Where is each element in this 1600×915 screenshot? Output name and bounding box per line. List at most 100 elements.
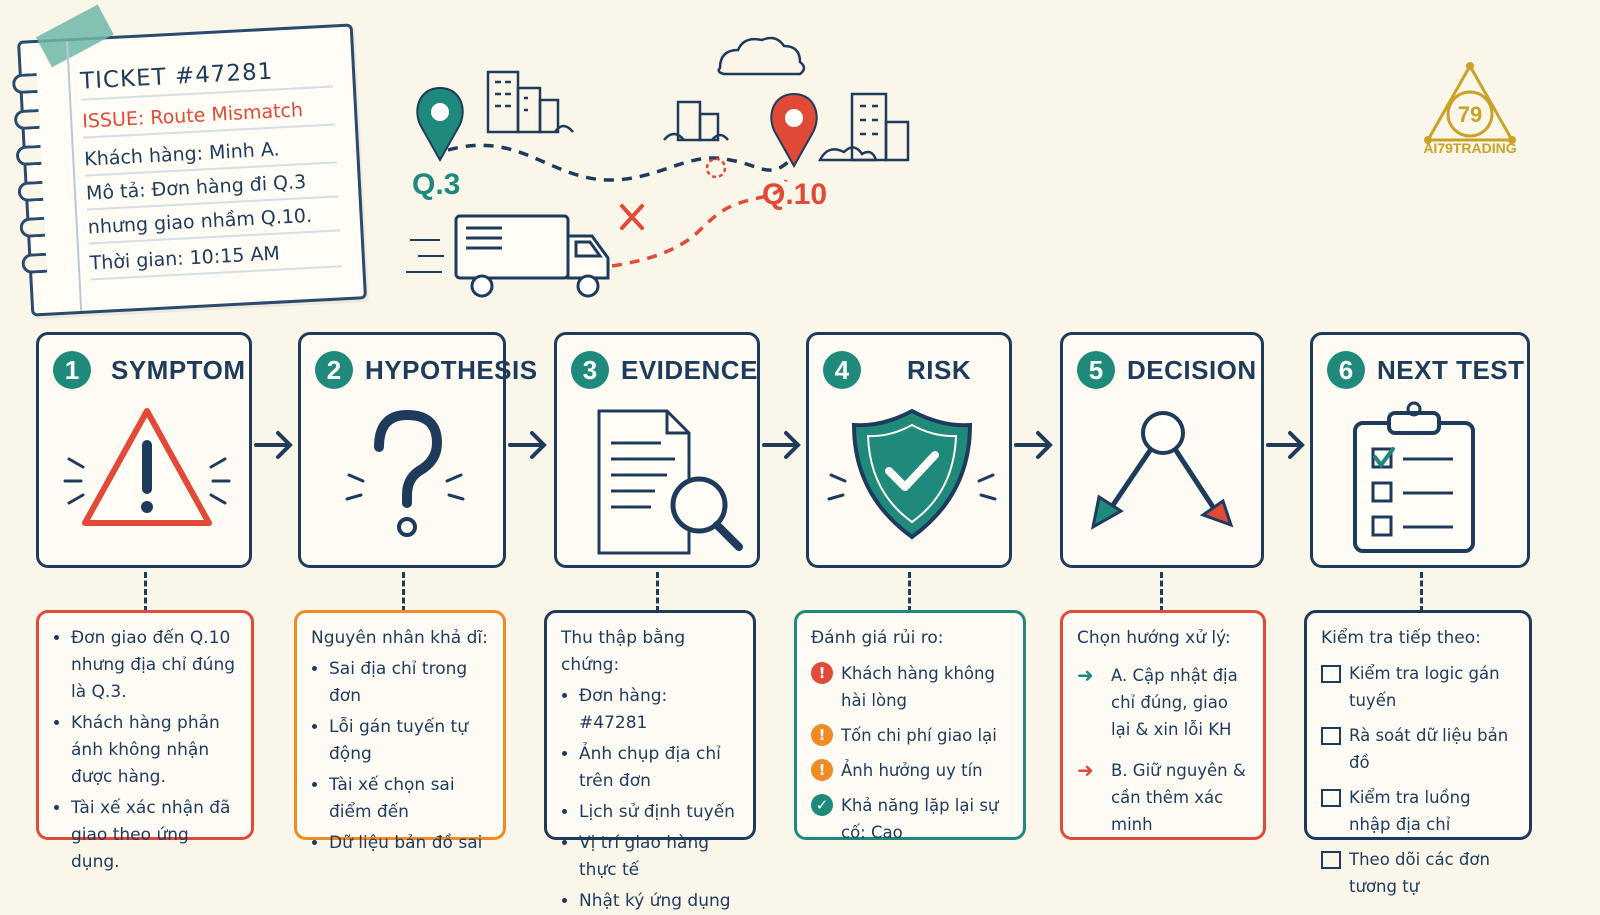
dashed-connector — [144, 572, 147, 612]
evidence-item: Vị trí giao hàng thực tế — [579, 830, 739, 884]
dashed-connector — [656, 572, 659, 612]
evidence-item: Lịch sử định tuyến — [579, 799, 739, 826]
question-icon — [345, 409, 465, 537]
step-number-badge: 3 — [571, 351, 609, 389]
step-label: SYMPTOM — [111, 355, 246, 385]
decision-option-text: A. Cập nhật địa chỉ đúng, giao lại & xin… — [1111, 666, 1238, 739]
next-test-heading: Kiểm tra tiếp theo: — [1321, 628, 1481, 648]
arrow-right-icon — [1266, 431, 1305, 459]
check-icon: ✓ — [811, 794, 833, 816]
next-test-item-text: Rà soát dữ liệu bản đồ — [1349, 726, 1509, 772]
next-test-item-text: Kiểm tra logic gán tuyến — [1349, 664, 1500, 710]
warning-icon — [63, 408, 231, 526]
step-number-badge: 2 — [315, 351, 353, 389]
evidence-heading: Thu thập bằng chứng: — [561, 628, 686, 675]
step-hypothesis-card: 2 HYPOTHESIS — [298, 332, 537, 568]
target-mark — [705, 157, 727, 179]
dashed-connector — [1420, 572, 1423, 612]
logo-mark: 79 — [1458, 102, 1482, 127]
risk-item: ! Tốn chi phí giao lại — [811, 722, 1009, 749]
evidence-details-box: Thu thập bằng chứng: Đơn hàng: #47281 Ản… — [544, 610, 756, 911]
brand-logo-icon: 79 — [1424, 62, 1516, 144]
evidence-item: Nhật ký ứng dụng — [579, 888, 739, 915]
risk-heading: Đánh giá rủi ro: — [811, 628, 944, 648]
tape — [35, 4, 114, 68]
evidence-item: Ảnh chụp địa chỉ trên đơn — [579, 741, 739, 795]
cloud-icon — [717, 36, 806, 76]
route-map-drawing — [406, 36, 910, 298]
step-label: RISK — [907, 355, 972, 385]
checkbox-icon — [1321, 789, 1341, 807]
arrow-right-icon — [254, 431, 293, 459]
symptom-details-box: Đơn giao đến Q.10 nhưng địa chỉ đúng là … — [36, 610, 254, 872]
wrong-route-line — [611, 179, 788, 268]
brand-logo-text: AI79TRADING — [1423, 140, 1517, 156]
risk-item: ! Ảnh hưởng uy tín — [811, 757, 1009, 784]
document-search-icon — [597, 409, 743, 555]
checkbox-icon — [1321, 727, 1341, 745]
arrow-right-icon — [762, 431, 801, 459]
arrow-teal-icon: ➜ — [1077, 663, 1094, 687]
buildings-left-icon — [486, 70, 574, 134]
step-label: HYPOTHESIS — [365, 355, 538, 385]
decision-branch-icon — [1090, 411, 1234, 530]
hypothesis-heading: Nguyên nhân khả dĩ: — [311, 628, 488, 648]
dashed-connector — [908, 572, 911, 612]
risk-item: ! Khách hàng không hài lòng — [811, 660, 1009, 714]
arrow-right-icon — [1014, 431, 1053, 459]
alert-icon: ! — [811, 759, 833, 781]
symptom-item: Tài xế xác nhận đã giao theo ứng dụng. — [71, 795, 237, 876]
step-label: DECISION — [1127, 355, 1257, 385]
buildings-middle-icon — [663, 100, 729, 142]
decision-heading: Chọn hướng xử lý: — [1077, 628, 1231, 648]
label-start-district: Q.3 — [412, 168, 461, 201]
ticket-time: Thời gian: 10:15 AM — [89, 239, 343, 281]
ticket-issue: ISSUE: Route Mismatch — [81, 97, 335, 139]
arrow-right-icon — [508, 431, 547, 459]
decision-option: ➜ A. Cập nhật địa chỉ đúng, giao lại & x… — [1077, 662, 1249, 743]
step-symptom-card: 1 SYMPTOM — [36, 332, 252, 568]
next-test-item: Kiểm tra logic gán tuyến — [1321, 660, 1515, 714]
hypothesis-item: Tài xế chọn sai điểm đến — [329, 772, 489, 826]
truck-icon — [406, 214, 610, 298]
hypothesis-item: Sai địa chỉ trong đơn — [329, 656, 489, 710]
symptom-item: Đơn giao đến Q.10 nhưng địa chỉ đúng là … — [71, 625, 237, 706]
shield-check-icon — [827, 408, 997, 540]
ticket-note: TICKET #47281 ISSUE: Route Mismatch Khác… — [11, 4, 367, 317]
label-destination-district: Q.10 — [762, 178, 828, 211]
risk-item-text: Tốn chi phí giao lại — [841, 726, 997, 745]
step-number-badge: 5 — [1077, 351, 1115, 389]
ticket-title: TICKET #47281 — [79, 55, 333, 101]
intended-route-line — [447, 143, 792, 182]
cross-mark-icon — [620, 204, 644, 230]
next-test-details-box: Kiểm tra tiếp theo: Kiểm tra logic gán t… — [1304, 610, 1532, 896]
decision-details-box: Chọn hướng xử lý: ➜ A. Cập nhật địa chỉ … — [1060, 610, 1266, 840]
next-test-item-text: Kiểm tra luồng nhập địa chỉ — [1349, 788, 1471, 834]
ticket-desc-2: nhưng giao nhầm Q.10. — [87, 203, 341, 245]
next-test-item: Theo dõi các đơn tương tự — [1321, 846, 1515, 900]
step-evidence-card: 3 EVIDENCE — [554, 332, 760, 568]
dashed-connector — [402, 572, 405, 612]
step-label: NEXT TEST — [1377, 355, 1525, 385]
step-label: EVIDENCE — [621, 355, 758, 385]
decision-option: ➜ B. Giữ nguyên & cần thêm xác minh — [1077, 757, 1249, 838]
step-risk-card: 4 RISK — [806, 332, 1012, 568]
step-number-badge: 1 — [53, 351, 91, 389]
dashed-connector — [1160, 572, 1163, 612]
risk-item-text: Khả năng lặp lại sự cố: Cao — [841, 796, 999, 842]
risk-item-text: Ảnh hưởng uy tín — [841, 761, 983, 780]
risk-item: ✓ Khả năng lặp lại sự cố: Cao — [811, 792, 1009, 846]
risk-item-text: Khách hàng không hài lòng — [841, 664, 995, 710]
pin-destination-icon — [770, 92, 818, 169]
risk-details-box: Đánh giá rủi ro: ! Khách hàng không hài … — [794, 610, 1026, 842]
pin-start-icon — [416, 86, 464, 163]
decision-option-text: B. Giữ nguyên & cần thêm xác minh — [1111, 761, 1246, 834]
alert-icon: ! — [811, 662, 833, 684]
hypothesis-item: Dữ liệu bản đồ sai — [329, 830, 489, 857]
hypothesis-details-box: Nguyên nhân khả dĩ: Sai địa chỉ trong đơ… — [294, 610, 506, 853]
alert-icon: ! — [811, 724, 833, 746]
arrow-red-icon: ➜ — [1077, 758, 1094, 782]
step-number-badge: 6 — [1327, 351, 1365, 389]
checkbox-icon — [1321, 851, 1341, 869]
next-test-item-text: Theo dõi các đơn tương tự — [1349, 850, 1490, 896]
